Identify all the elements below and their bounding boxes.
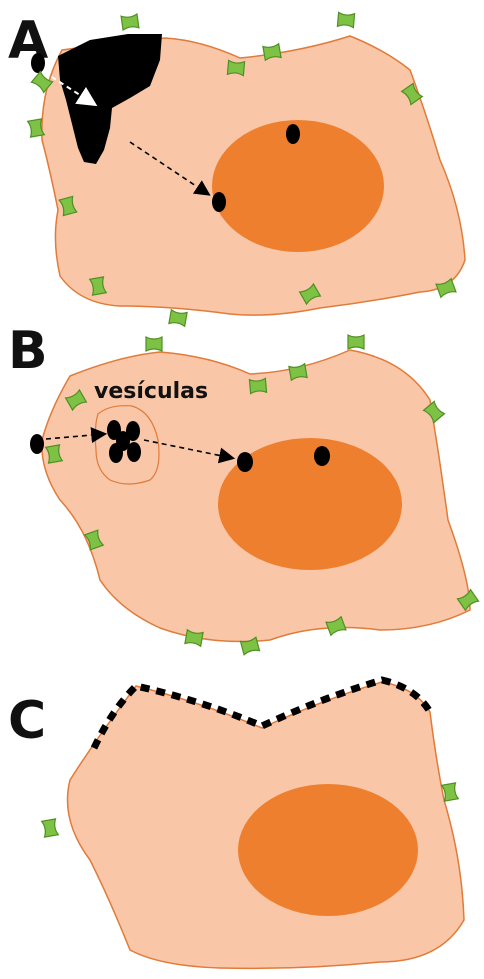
receptor-icon <box>337 12 354 27</box>
vesicle-label: vesículas <box>94 379 208 404</box>
receptor-icon <box>227 60 244 75</box>
particle-icon <box>314 446 330 466</box>
panel-a: A <box>8 11 465 326</box>
particle-icon <box>31 53 45 73</box>
panel-c: C <box>8 680 464 968</box>
receptor-icon <box>42 819 59 837</box>
particle-icon <box>286 124 300 144</box>
receptor-icon <box>146 337 162 351</box>
particle-icon <box>127 442 141 462</box>
receptor-icon <box>348 335 364 349</box>
particle-icon <box>30 434 44 454</box>
panel-letter-c: C <box>8 691 46 751</box>
receptor-icon <box>169 310 187 327</box>
particle-icon <box>237 452 253 472</box>
nucleus-c <box>238 784 418 916</box>
panel-letter-b: B <box>8 321 48 381</box>
receptor-icon <box>121 14 139 30</box>
particle-icon <box>212 192 226 212</box>
receptor-icon <box>249 378 266 393</box>
panel-b: B vesículas <box>8 321 479 655</box>
particle-icon <box>109 443 123 463</box>
